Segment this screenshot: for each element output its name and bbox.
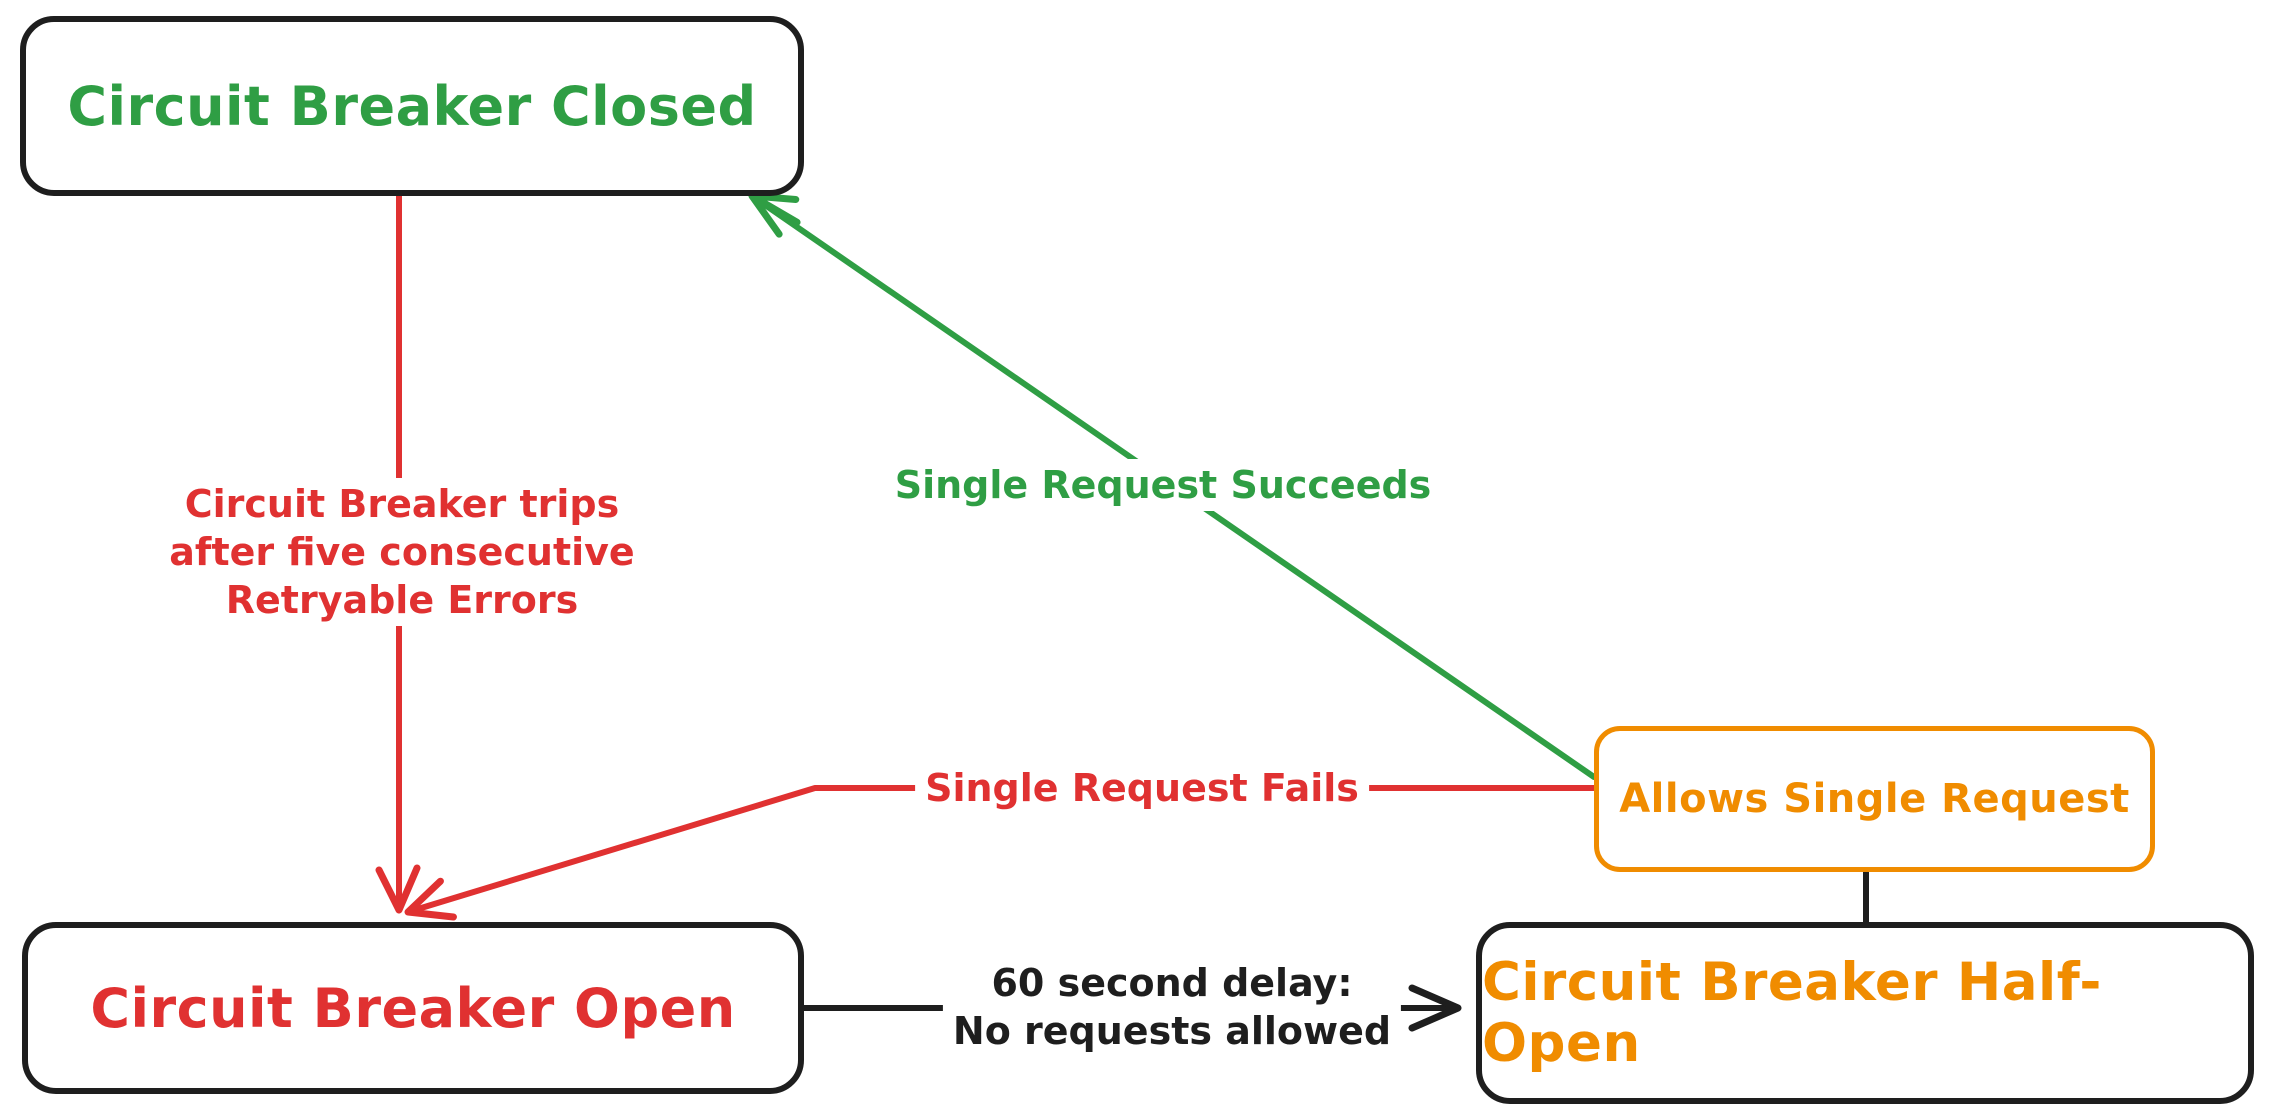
edge-label-succeeds: Single Request Succeeds — [884, 459, 1442, 511]
node-circuit-breaker-half-open: Circuit Breaker Half-Open — [1476, 922, 2254, 1104]
edge-label-fails-text: Single Request Fails — [925, 766, 1359, 810]
node-circuit-breaker-open: Circuit Breaker Open — [22, 922, 804, 1094]
node-open-label: Circuit Breaker Open — [90, 976, 736, 1040]
node-half-open-label: Circuit Breaker Half-Open — [1482, 952, 2102, 1074]
node-allows-label: Allows Single Request — [1619, 776, 2130, 822]
edge-label-fails: Single Request Fails — [915, 762, 1369, 814]
edge-label-trips-line2: after five consecutive — [169, 530, 635, 574]
node-allows-single-request: Allows Single Request — [1594, 726, 2155, 872]
edge-label-trips: Circuit Breaker trips after five consecu… — [159, 478, 645, 626]
edge-label-delay-line2: No requests allowed — [952, 1009, 1392, 1053]
node-circuit-breaker-closed: Circuit Breaker Closed — [20, 16, 804, 196]
node-closed-label: Circuit Breaker Closed — [67, 74, 757, 138]
edge-label-trips-line3: Retryable Errors — [225, 578, 579, 622]
edge-label-delay-line1: 60 second delay: — [991, 961, 1353, 1005]
edge-label-delay: 60 second delay: No requests allowed — [942, 957, 1402, 1057]
edge-label-trips-line1: Circuit Breaker trips — [184, 482, 620, 526]
edge-label-succeeds-text: Single Request Succeeds — [894, 463, 1432, 507]
